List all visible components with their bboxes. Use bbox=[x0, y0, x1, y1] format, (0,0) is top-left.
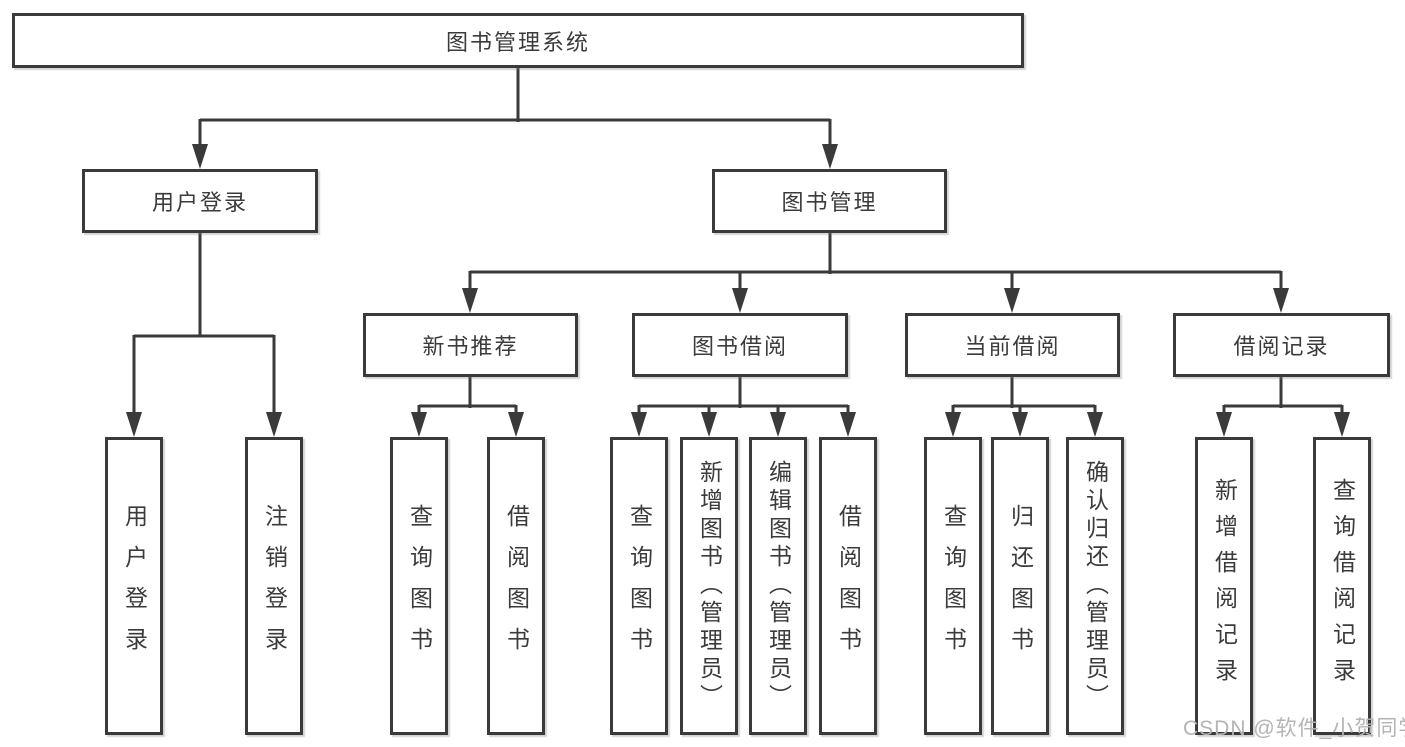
csdn-watermark: CSDN @软件_小贺同学 bbox=[1183, 717, 1405, 740]
arrow-to-current-borrow bbox=[1004, 288, 1020, 313]
leaf-user-login-label: 用户登录 bbox=[121, 504, 148, 668]
leaf-query-book-borrow: 查询图书 bbox=[610, 437, 668, 735]
connector-leaf-user-login-stem bbox=[132, 335, 136, 413]
connector-leaf-stem bbox=[1093, 405, 1097, 414]
connector-leaf-stem bbox=[1222, 405, 1226, 414]
connector-leaf-stem bbox=[1340, 405, 1344, 414]
arrow-to-leaf-logout bbox=[266, 412, 282, 437]
leaf-query-book-rec: 查询图书 bbox=[390, 437, 448, 735]
arrow-to-leaf-query-book-current bbox=[945, 412, 961, 437]
arrow-to-leaf-return-book bbox=[1012, 412, 1028, 437]
leaf-add-book-label: 新增图书（管理员） bbox=[696, 460, 723, 712]
leaf-return-book: 归还图书 bbox=[991, 437, 1049, 735]
connector-leaf-logout-stem bbox=[272, 335, 276, 413]
leaf-edit-book: 编辑图书（管理员） bbox=[749, 437, 807, 735]
connector-new-book-rec-stem bbox=[468, 271, 472, 290]
connector-new-book-rec-down bbox=[468, 377, 472, 408]
connector-book-borrow-crossbar bbox=[639, 404, 848, 408]
connector-book-mgmt-crossbar bbox=[470, 270, 1281, 274]
leaf-user-login: 用户登录 bbox=[105, 437, 163, 735]
arrow-to-leaf-borrow-book-borrow bbox=[840, 412, 856, 437]
connector-leaf-stem bbox=[707, 405, 711, 414]
connector-user-login-crossbar bbox=[134, 334, 274, 338]
connector-leaf-stem bbox=[514, 405, 518, 414]
leaf-borrow-book-borrow-label: 借阅图书 bbox=[835, 504, 862, 668]
connector-borrow-records-down bbox=[1279, 377, 1283, 408]
node-borrow-records-label: 借阅记录 bbox=[1233, 334, 1330, 359]
connector-book-mgmt-down bbox=[828, 233, 832, 274]
leaf-query-book-current-label: 查询图书 bbox=[940, 504, 967, 668]
leaf-add-book: 新增图书（管理员） bbox=[680, 437, 738, 735]
leaf-edit-book-label: 编辑图书（管理员） bbox=[765, 460, 792, 712]
connector-new-book-rec-crossbar bbox=[419, 404, 516, 408]
node-current-borrow-label: 当前借阅 bbox=[964, 334, 1061, 359]
arrow-to-leaf-user-login bbox=[126, 412, 142, 437]
arrow-to-leaf-add-book bbox=[701, 412, 717, 437]
node-current-borrow: 当前借阅 bbox=[905, 313, 1120, 377]
connector-root-crossbar bbox=[200, 118, 830, 122]
leaf-query-book-rec-label: 查询图书 bbox=[406, 504, 433, 668]
connector-leaf-stem bbox=[846, 405, 850, 414]
leaf-logout: 注销登录 bbox=[245, 437, 303, 735]
leaf-confirm-return-label: 确认归还（管理员） bbox=[1082, 460, 1109, 712]
node-user-login: 用户登录 bbox=[82, 169, 318, 233]
arrow-to-book-borrow bbox=[732, 288, 748, 313]
leaf-return-book-label: 归还图书 bbox=[1007, 504, 1034, 668]
arrow-to-new-book-rec bbox=[462, 288, 478, 313]
node-new-book-rec-label: 新书推荐 bbox=[422, 334, 519, 359]
connector-user-login-down bbox=[198, 233, 202, 337]
leaf-query-book-current: 查询图书 bbox=[924, 437, 982, 735]
leaf-add-record: 新增借阅记录 bbox=[1195, 437, 1253, 735]
leaf-query-book-borrow-label: 查询图书 bbox=[626, 504, 653, 668]
connector-current-borrow-crossbar bbox=[953, 404, 1095, 408]
leaf-logout-label: 注销登录 bbox=[261, 504, 288, 668]
node-book-mgmt: 图书管理 bbox=[712, 169, 947, 233]
arrow-to-leaf-add-record bbox=[1216, 412, 1232, 437]
arrow-to-leaf-query-record bbox=[1334, 412, 1350, 437]
leaf-borrow-book-rec: 借阅图书 bbox=[487, 437, 545, 735]
node-borrow-records: 借阅记录 bbox=[1173, 313, 1390, 377]
node-root: 图书管理系统 bbox=[12, 13, 1024, 68]
connector-leaf-stem bbox=[1018, 405, 1022, 414]
arrow-to-leaf-borrow-book-rec bbox=[508, 412, 524, 437]
leaf-borrow-book-rec-label: 借阅图书 bbox=[503, 504, 530, 668]
connector-leaf-stem bbox=[776, 405, 780, 414]
node-root-label: 图书管理系统 bbox=[445, 29, 590, 55]
connector-user-login-stem bbox=[198, 119, 202, 146]
leaf-add-record-label: 新增借阅记录 bbox=[1211, 478, 1238, 694]
connector-borrow-records-stem bbox=[1279, 271, 1283, 290]
arrow-to-borrow-records bbox=[1273, 288, 1289, 313]
connector-book-borrow-stem bbox=[738, 271, 742, 290]
arrow-to-book-mgmt bbox=[822, 144, 838, 169]
arrow-to-leaf-edit-book bbox=[770, 412, 786, 437]
connector-current-borrow-stem bbox=[1010, 271, 1014, 290]
node-user-login-label: 用户登录 bbox=[151, 190, 248, 215]
leaf-confirm-return: 确认归还（管理员） bbox=[1066, 437, 1124, 735]
node-book-mgmt-label: 图书管理 bbox=[781, 190, 878, 215]
arrow-to-user-login bbox=[192, 144, 208, 169]
arrow-to-leaf-query-book-borrow bbox=[631, 412, 647, 437]
leaf-query-record-label: 查询借阅记录 bbox=[1329, 478, 1356, 694]
connector-root-stem bbox=[516, 68, 520, 122]
node-book-borrow: 图书借阅 bbox=[632, 313, 848, 377]
arrow-to-leaf-query-book-rec bbox=[411, 412, 427, 437]
node-book-borrow-label: 图书借阅 bbox=[691, 334, 788, 359]
leaf-borrow-book-borrow: 借阅图书 bbox=[819, 437, 877, 735]
connector-book-borrow-down bbox=[738, 377, 742, 408]
arrow-to-leaf-confirm-return bbox=[1087, 412, 1103, 437]
connector-current-borrow-down bbox=[1010, 377, 1014, 408]
connector-book-mgmt-stem bbox=[828, 119, 832, 146]
node-new-book-rec: 新书推荐 bbox=[363, 313, 578, 377]
connector-leaf-stem bbox=[637, 405, 641, 414]
connector-borrow-records-crossbar bbox=[1224, 404, 1342, 408]
connector-leaf-stem bbox=[417, 405, 421, 414]
connector-leaf-stem bbox=[951, 405, 955, 414]
leaf-query-record: 查询借阅记录 bbox=[1313, 437, 1371, 735]
